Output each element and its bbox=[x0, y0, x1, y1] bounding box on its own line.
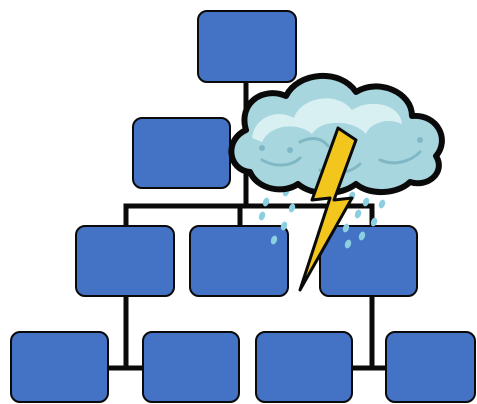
team-box-2 bbox=[143, 332, 239, 402]
dept-box-left bbox=[76, 226, 174, 296]
team-box-1 bbox=[11, 332, 108, 402]
manager-box bbox=[133, 118, 230, 188]
team-box-3 bbox=[256, 332, 352, 402]
top-box bbox=[198, 11, 296, 82]
dept-box-right bbox=[320, 226, 417, 296]
team-box-4 bbox=[386, 332, 475, 402]
